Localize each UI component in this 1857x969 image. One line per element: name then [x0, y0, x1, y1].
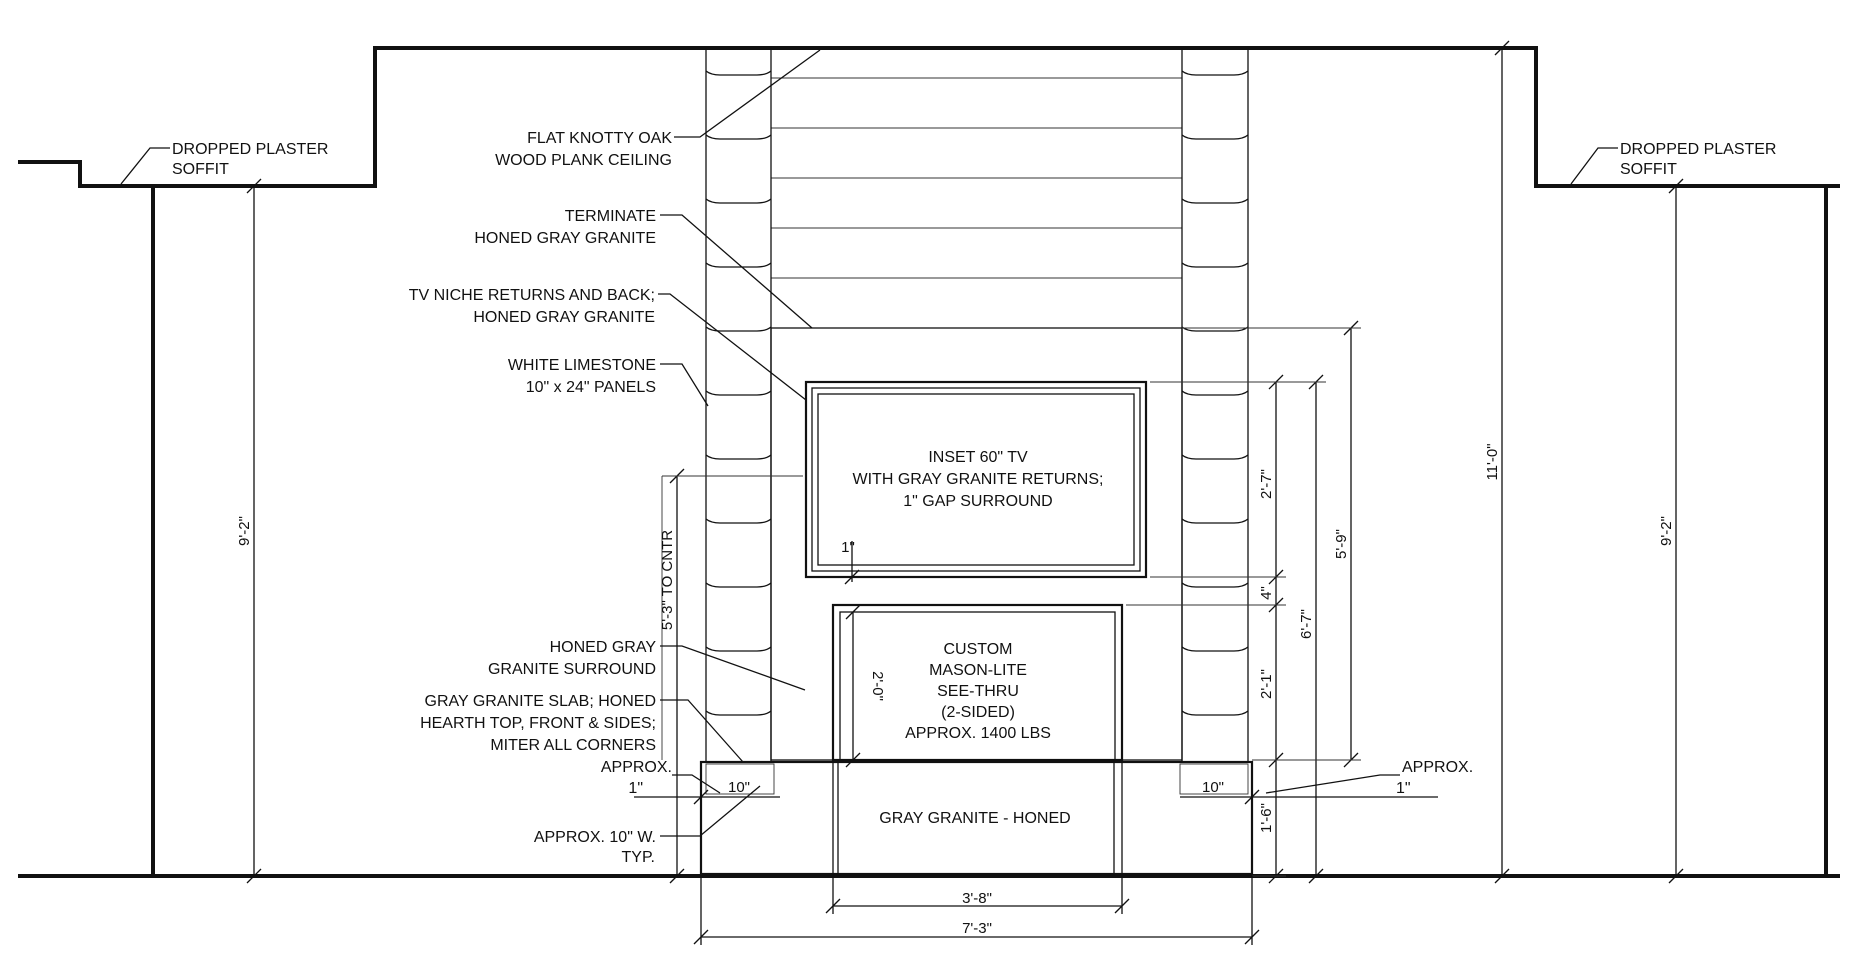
dim-surround-height: 5'-9"	[1333, 529, 1350, 559]
surround-label-line2: GRANITE SURROUND	[488, 661, 656, 678]
surround-label-line1: HONED GRAY	[550, 639, 657, 656]
soffit-left-label-line1: DROPPED PLASTER	[172, 141, 328, 158]
dim-overall-height: 6'-7"	[1298, 609, 1315, 639]
soffit-left-label-line2: SOFFIT	[172, 161, 229, 178]
tv-label-line2: WITH GRAY GRANITE RETURNS;	[853, 471, 1104, 488]
limestone-panel-joint	[705, 518, 772, 524]
dim-firebox-width: 3'-8"	[962, 890, 992, 907]
hearth-side-right	[1179, 763, 1249, 795]
fireplace-firebox	[831, 603, 1124, 762]
limestone-panel-joint	[1181, 326, 1249, 332]
fireplace-label-line2: MASON-LITE	[929, 662, 1027, 679]
dimension-lines	[246, 40, 1684, 945]
fireplace-label-line5: APPROX. 1400 LBS	[905, 725, 1051, 742]
soffit-right-label-line2: SOFFIT	[1620, 161, 1677, 178]
slab-label-line1: GRAY GRANITE SLAB; HONED	[425, 693, 656, 710]
dim-firebox-height: 2'-1"	[1258, 669, 1275, 699]
dim-tv-height: 2'-7"	[1258, 469, 1275, 499]
limestone-panel-joint	[705, 326, 772, 332]
approx-right-line1: APPROX.	[1402, 759, 1473, 776]
wood-plank-ceiling	[771, 77, 1182, 279]
terminate-label-line2: HONED GRAY GRANITE	[474, 230, 656, 247]
soffit-right-label-line1: DROPPED PLASTER	[1620, 141, 1776, 158]
limestone-panel-joint	[1181, 390, 1249, 396]
room-outline	[18, 46, 1840, 878]
tv-niche-label-line2: HONED GRAY GRANITE	[473, 309, 655, 326]
limestone-panel-joint	[1181, 134, 1249, 140]
dim-ceiling: 11'-0"	[1484, 443, 1501, 480]
dim-tv-inset: 1"	[841, 539, 855, 556]
tv-niche-label-line1: TV NICHE RETURNS AND BACK;	[409, 287, 655, 304]
limestone-panel-joint	[705, 646, 772, 652]
tv-label-line1: INSET 60" TV	[928, 449, 1028, 466]
dim-hearth-width: 7'-3"	[962, 920, 992, 937]
limestone-panel-joint	[705, 262, 772, 268]
ceiling-label-line2: WOOD PLANK CEILING	[495, 152, 672, 169]
tv-label-line3: 1" GAP SURROUND	[903, 493, 1052, 510]
dim-tv-center: 5'-3" TO CNTR	[659, 530, 676, 630]
limestone-panel-joint	[1181, 582, 1249, 588]
dim-tv-gap: 4"	[1258, 586, 1275, 600]
limestone-panel-joint	[705, 70, 772, 76]
dim-hearth-side-left: 10"	[728, 779, 750, 796]
limestone-panel-joint	[1181, 198, 1249, 204]
limestone-panel-joint	[705, 582, 772, 588]
tv-niche-outer	[804, 380, 1148, 579]
ceiling-soffit-line	[18, 46, 1840, 188]
dim-firebox-opening: 2'-0"	[869, 671, 886, 701]
firebox-inner	[839, 611, 1116, 761]
slab-label-line3: MITER ALL CORNERS	[490, 737, 656, 754]
hearth-label-bg	[862, 806, 1088, 830]
dim-soffit-right: 9'-2"	[1658, 516, 1675, 546]
hearth-label: GRAY GRANITE - HONED	[879, 810, 1070, 827]
limestone-panel-joint	[1181, 646, 1249, 652]
terminate-label-line1: TERMINATE	[565, 208, 656, 225]
hearth-firebox-zone	[837, 761, 1115, 875]
limestone-panel-joint	[1181, 70, 1249, 76]
approx-right-line2: 1"	[1396, 780, 1411, 797]
limestone-panel-joint	[705, 198, 772, 204]
approx-left-line2: 1"	[628, 780, 643, 797]
hearth	[699, 760, 1254, 876]
approx-width-line1: APPROX. 10" W.	[534, 829, 656, 846]
fireplace-label-line3: SEE-THRU	[937, 683, 1019, 700]
approx-left-line1: APPROX.	[601, 759, 672, 776]
limestone-column-right	[1181, 48, 1249, 762]
approx-width-line2: TYP.	[622, 849, 656, 866]
limestone-panel-joint	[1181, 710, 1249, 716]
limestone-label-line2: 10" x 24" PANELS	[526, 379, 656, 396]
fireplace-label-line4: (2-SIDED)	[941, 704, 1015, 721]
dim-hearth-height: 1'-6"	[1258, 803, 1275, 833]
ceiling-label-line1: FLAT KNOTTY OAK	[527, 130, 672, 147]
limestone-panel-joint	[1181, 454, 1249, 460]
fireplace-label-line1: CUSTOM	[943, 641, 1012, 658]
dim-hearth-side-right: 10"	[1202, 779, 1224, 796]
tv-niche	[804, 380, 1148, 579]
limestone-column-left	[705, 48, 772, 762]
limestone-panel-joint	[705, 710, 772, 716]
dim-soffit-left: 9'-2"	[236, 516, 253, 546]
hearth-side-left	[705, 763, 775, 795]
limestone-panel-joint	[1181, 262, 1249, 268]
limestone-label-line1: WHITE LIMESTONE	[508, 357, 656, 374]
tv-screen	[817, 393, 1135, 566]
annotation-text: DROPPED PLASTER SOFFIT DROPPED PLASTER S…	[172, 130, 1776, 866]
limestone-panel-joint	[1181, 518, 1249, 524]
limestone-panel-joint	[705, 390, 772, 396]
limestone-panel-joint	[705, 454, 772, 460]
dimension-text: 9'-2" 9'-2" 11'-0" 5'-3" TO CNTR 2'-7" 4…	[236, 443, 1675, 937]
slab-label-line2: HEARTH TOP, FRONT & SIDES;	[420, 715, 656, 732]
leader-lines	[120, 49, 1618, 837]
limestone-panel-joint	[705, 134, 772, 140]
tv-niche-mid	[811, 387, 1141, 572]
